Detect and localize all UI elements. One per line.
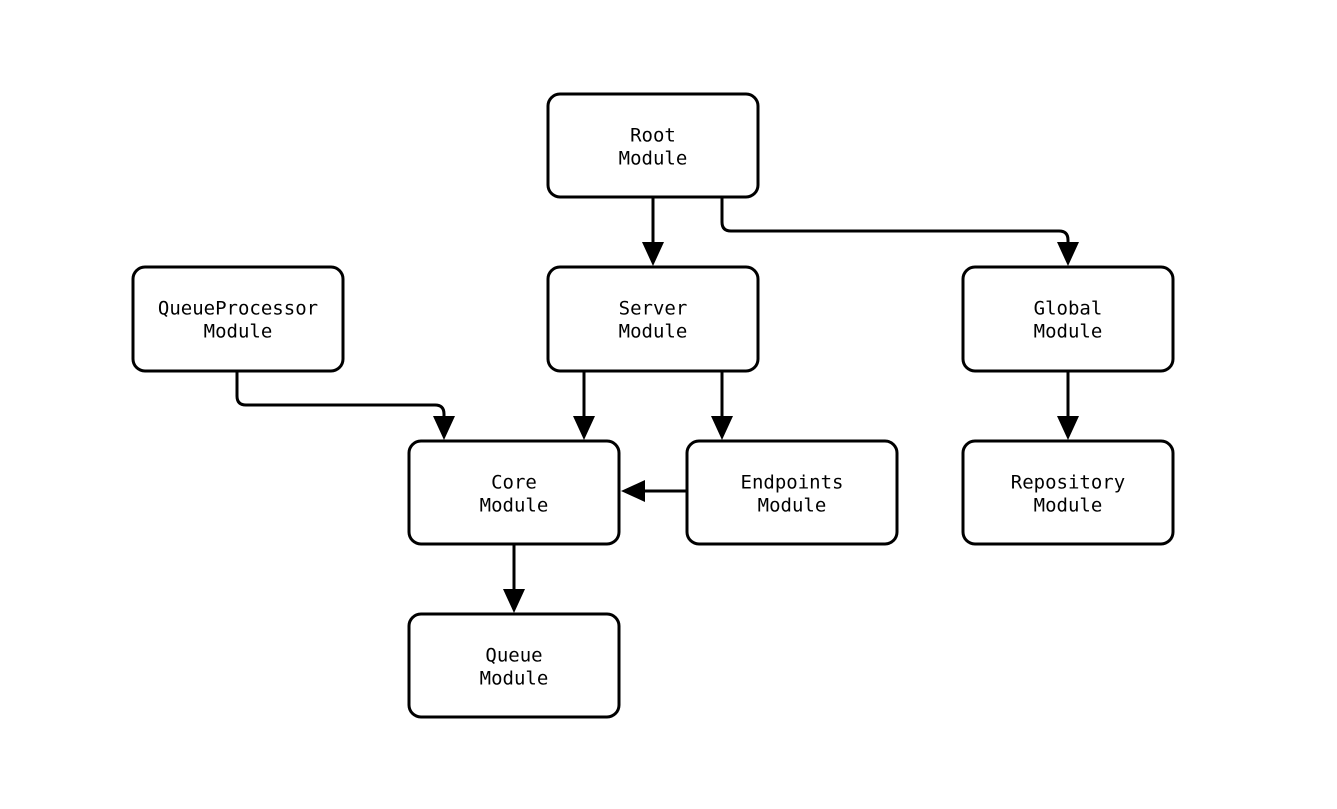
- edge-root-to-server: [642, 197, 664, 266]
- node-endpoints-module-label-line2: Module: [758, 495, 827, 517]
- node-global-module-box[interactable]: [961, 265, 1175, 373]
- node-queueprocessor-module-label-line1: QueueProcessor: [158, 298, 318, 320]
- node-global-module-label-line1: Global: [1034, 298, 1103, 320]
- node-queueprocessor-module[interactable]: QueueProcessor Module: [131, 265, 345, 373]
- edge-endpoints-to-core: [621, 480, 687, 502]
- edge-queueprocessor-to-core: [235, 371, 455, 440]
- node-queueprocessor-module-box[interactable]: [131, 265, 345, 373]
- edge-core-to-queue: [503, 544, 525, 613]
- node-root-module-box[interactable]: [546, 92, 760, 199]
- edge-root-to-global-line: [720, 197, 1070, 246]
- edge-layer: [235, 197, 1079, 613]
- edge-server-to-core-arrowhead: [573, 416, 595, 440]
- node-server-module-box[interactable]: [546, 265, 760, 373]
- edge-root-to-global: [720, 197, 1079, 266]
- edge-endpoints-to-core-arrowhead: [621, 480, 645, 502]
- edge-server-to-endpoints-arrowhead: [711, 416, 733, 440]
- edge-queueprocessor-to-core-line: [235, 371, 446, 420]
- edge-server-to-core: [573, 371, 595, 440]
- edge-root-to-server-arrowhead: [642, 242, 664, 266]
- node-queue-module-label-line2: Module: [480, 668, 549, 690]
- edge-server-to-endpoints: [711, 371, 733, 440]
- node-global-module[interactable]: Global Module: [961, 265, 1175, 373]
- node-endpoints-module-box[interactable]: [685, 439, 899, 546]
- node-root-module-label-line2: Module: [619, 148, 688, 170]
- node-repository-module-label-line2: Module: [1034, 495, 1103, 517]
- edge-core-to-queue-arrowhead: [503, 589, 525, 613]
- edge-root-to-global-arrowhead: [1057, 242, 1079, 266]
- node-queue-module-label-line1: Queue: [485, 645, 542, 667]
- node-server-module-label-line1: Server: [619, 298, 688, 320]
- node-endpoints-module[interactable]: Endpoints Module: [685, 439, 899, 546]
- node-core-module-box[interactable]: [407, 439, 621, 546]
- node-server-module-label-line2: Module: [619, 321, 688, 343]
- node-core-module-label-line2: Module: [480, 495, 549, 517]
- node-queue-module[interactable]: Queue Module: [407, 612, 621, 719]
- edge-global-to-repository: [1057, 371, 1079, 440]
- node-repository-module[interactable]: Repository Module: [961, 439, 1175, 546]
- node-queue-module-box[interactable]: [407, 612, 621, 719]
- edge-queueprocessor-to-core-arrowhead: [433, 416, 455, 440]
- node-core-module[interactable]: Core Module: [407, 439, 621, 546]
- node-endpoints-module-label-line1: Endpoints: [741, 472, 844, 494]
- node-server-module[interactable]: Server Module: [546, 265, 760, 373]
- node-root-module-label-line1: Root: [630, 125, 676, 147]
- node-global-module-label-line2: Module: [1034, 321, 1103, 343]
- node-repository-module-label-line1: Repository: [1011, 472, 1125, 494]
- node-layer: Root Module QueueProcessor Module Server…: [131, 92, 1175, 719]
- node-root-module[interactable]: Root Module: [546, 92, 760, 199]
- node-queueprocessor-module-label-line2: Module: [204, 321, 273, 343]
- edge-global-to-repository-arrowhead: [1057, 416, 1079, 440]
- node-core-module-label-line1: Core: [491, 472, 537, 494]
- node-repository-module-box[interactable]: [961, 439, 1175, 546]
